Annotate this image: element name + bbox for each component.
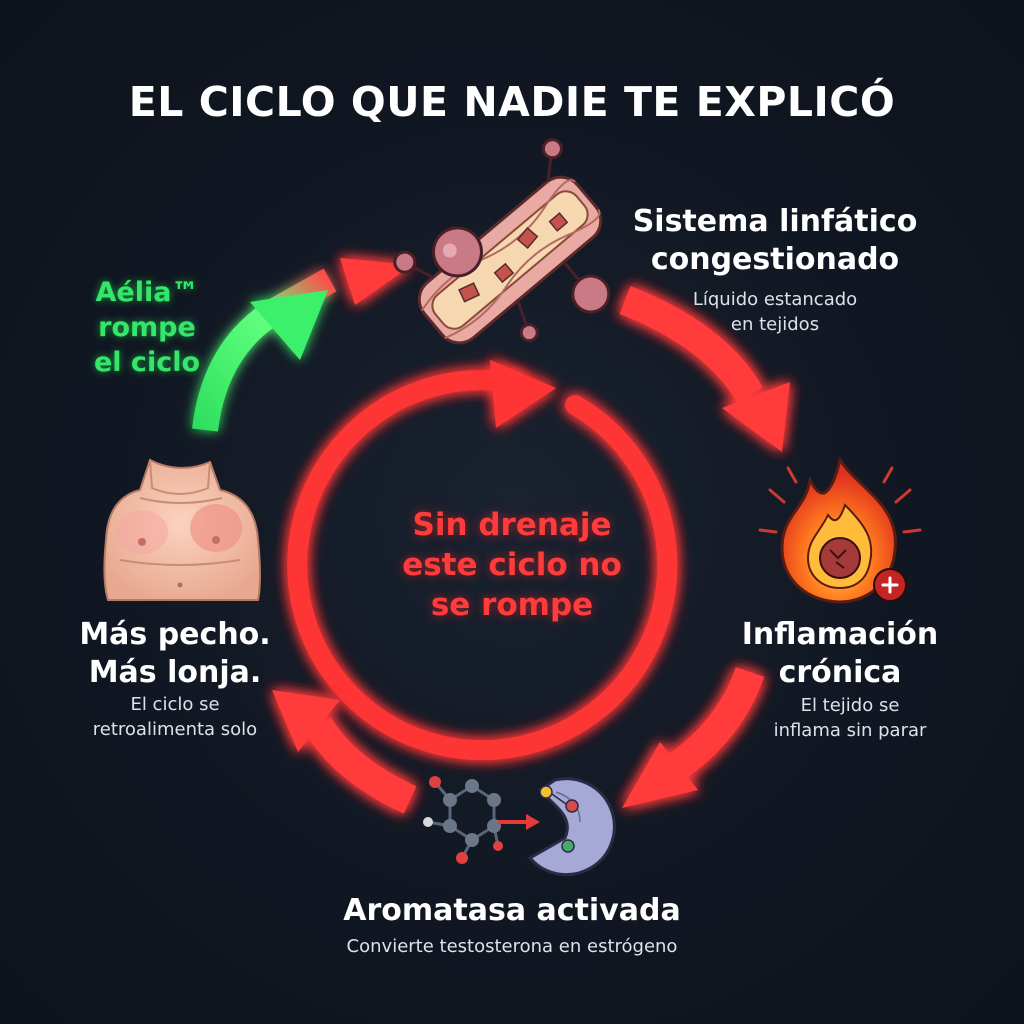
central-cycle-arrowhead bbox=[490, 360, 556, 428]
node-aromatase-heading: Aromatasa activada bbox=[343, 893, 681, 928]
aromatase-enzyme-icon bbox=[423, 776, 616, 877]
page-title: EL CICLO QUE NADIE TE EXPLICÓ bbox=[128, 78, 896, 126]
cycle-arrow-lymph-to-inflammation bbox=[619, 286, 790, 452]
cycle-arrow-aromatase-to-chest bbox=[272, 690, 417, 814]
cycle-arrow-chest-to-lymph bbox=[340, 258, 412, 305]
break-note: Aélia™ rompe el ciclo bbox=[93, 277, 201, 378]
break-arrow bbox=[192, 268, 337, 432]
lymph-vessel-icon bbox=[393, 138, 611, 345]
cycle-arrow-inflammation-to-aromatase bbox=[622, 666, 765, 808]
inflammation-flame-icon bbox=[758, 456, 922, 604]
node-aromatase-description: Convierte testosterona en estrógeno bbox=[346, 936, 678, 957]
central-cycle-ring bbox=[287, 370, 678, 761]
node-inflammation-heading: Inflamación crónica bbox=[741, 617, 939, 690]
node-lymph-description: Líquido estancado en tejidos bbox=[692, 289, 858, 335]
center-message: Sin drenaje este ciclo no se rompe bbox=[402, 507, 622, 623]
node-lymph-heading: Sistema linfático congestionado bbox=[632, 204, 918, 277]
node-inflammation-description: El tejido se inflama sin parar bbox=[773, 695, 927, 741]
node-chest-heading: Más pecho. Más lonja. bbox=[79, 617, 271, 690]
node-chest-description: El ciclo se retroalimenta solo bbox=[92, 694, 258, 740]
male-chest-icon bbox=[103, 458, 261, 601]
